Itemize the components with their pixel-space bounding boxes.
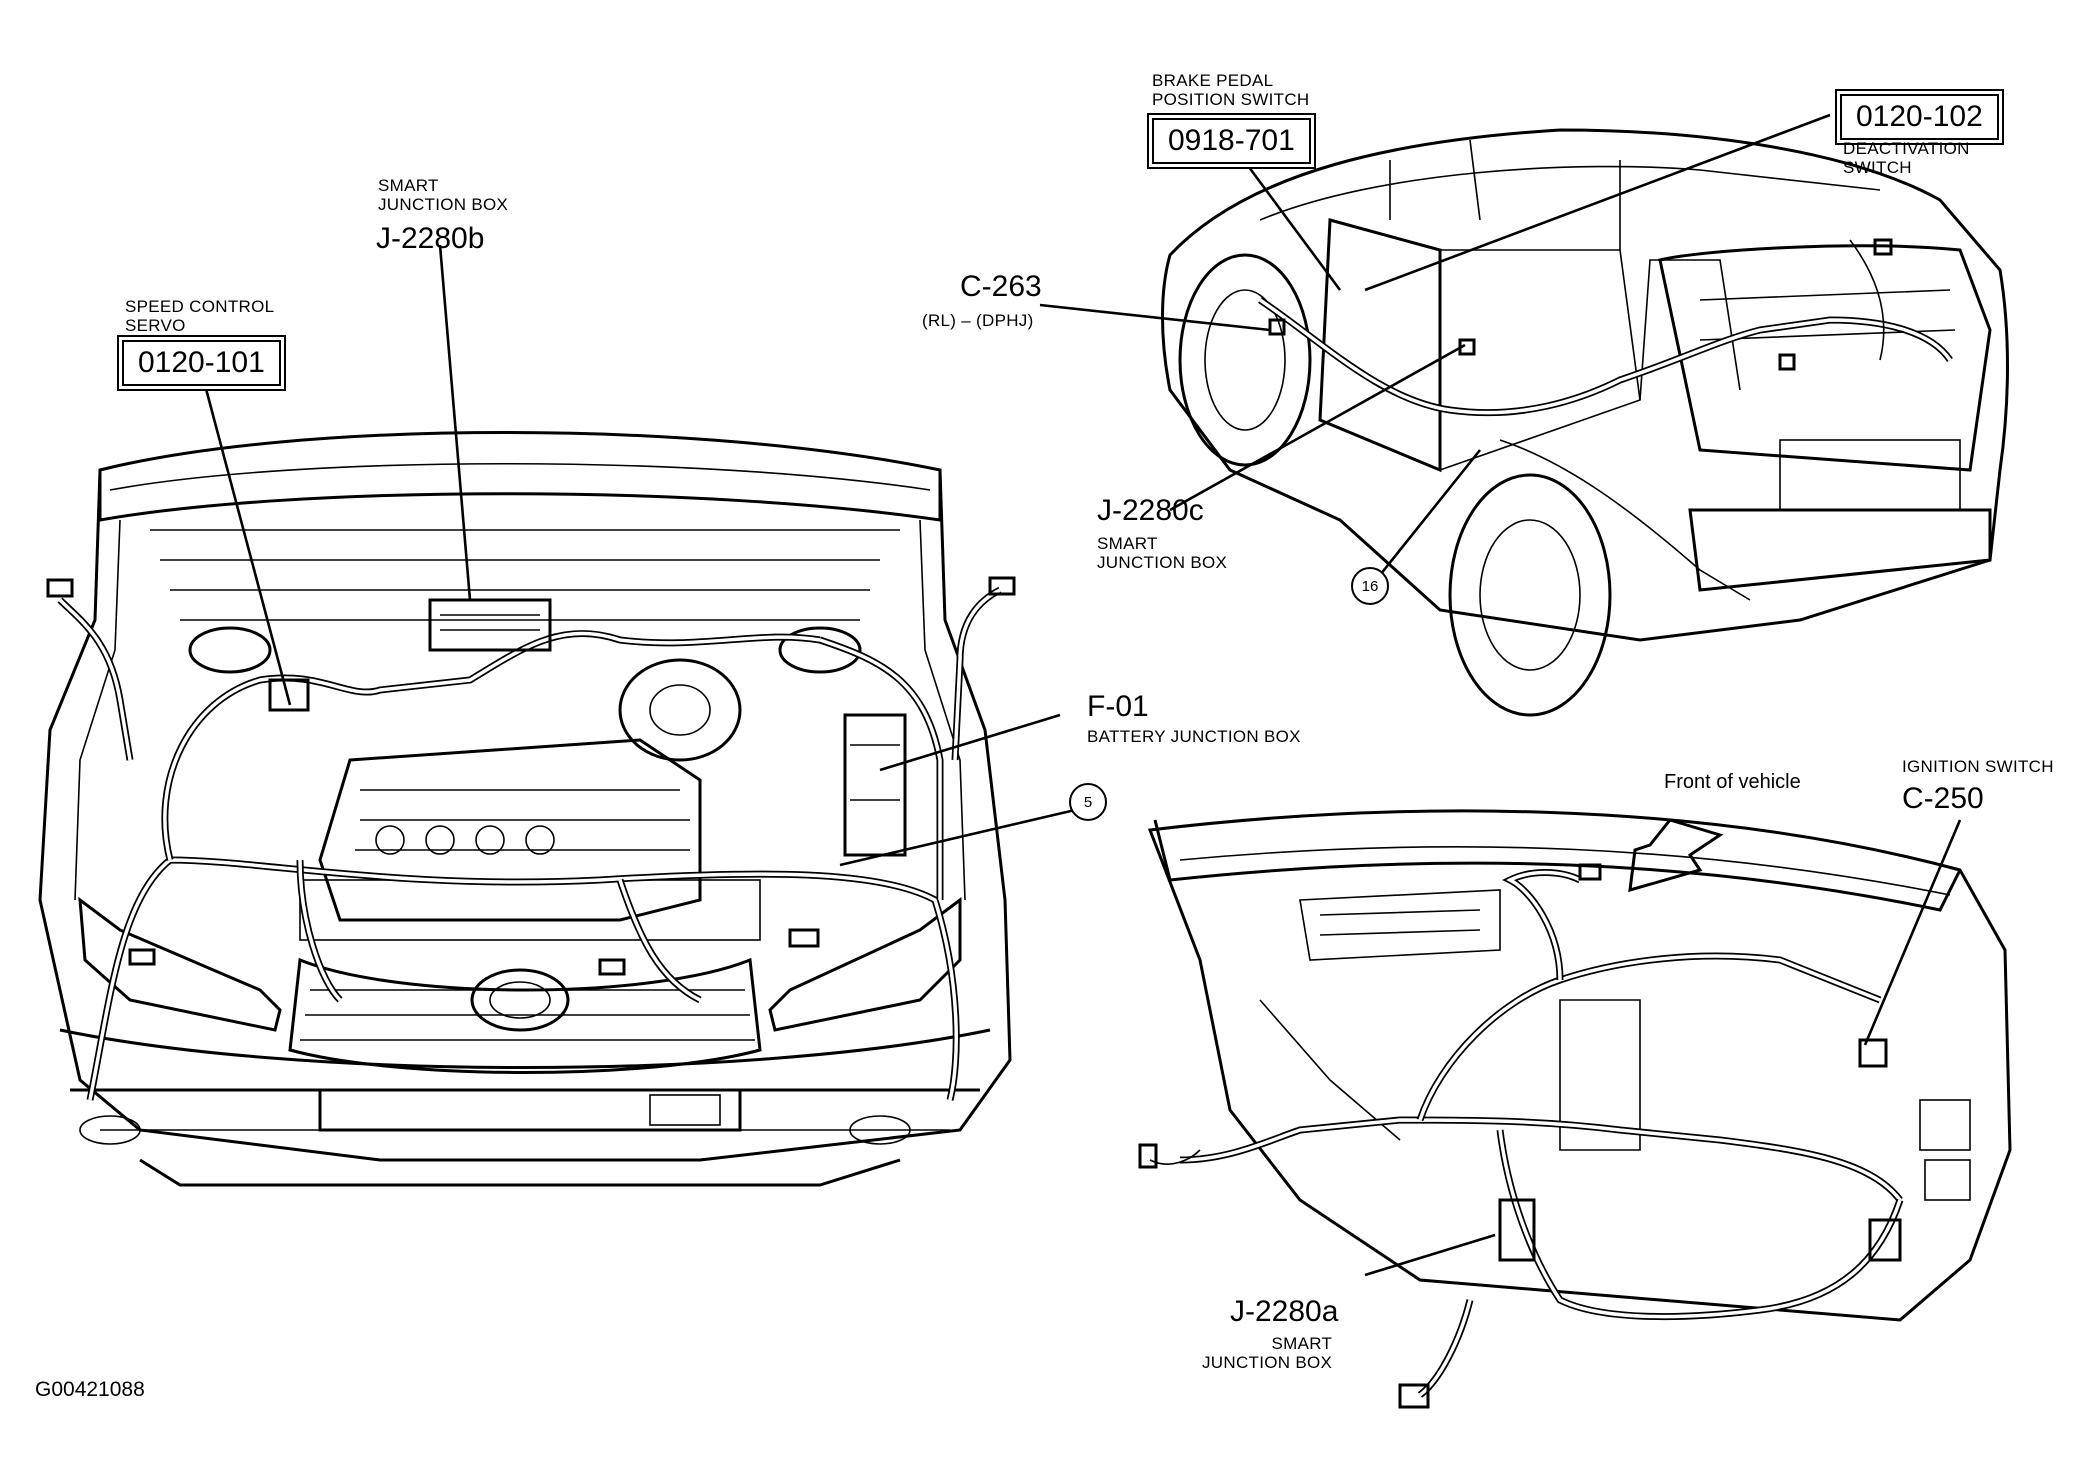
smart-junction-box-c-label: SMART JUNCTION BOX (1097, 534, 1228, 572)
smart-junction-box-b-code: J-2280b (376, 222, 485, 255)
brake-pedal-switch-code: 0918-701 (1152, 118, 1311, 164)
deactivation-switch-code: 0120-102 (1840, 94, 1999, 140)
smart-junction-box-c-code: J-2280c (1097, 494, 1204, 527)
figure-id: G00421088 (35, 1378, 145, 1401)
c263-code: C-263 (960, 270, 1042, 303)
vehicle-rear-view (1039, 113, 2009, 717)
battery-junction-box-code: F-01 (1087, 690, 1149, 723)
brake-pedal-switch-label: BRAKE PEDAL POSITION SWITCH (1152, 71, 1310, 109)
speed-control-servo-label: SPEED CONTROL SERVO (125, 297, 275, 335)
deactivation-switch-label: DEACTIVATION SWITCH (1843, 139, 1970, 177)
engine-compartment-view (38, 244, 1076, 1187)
instrument-panel-view (1138, 809, 2012, 1409)
smart-junction-box-a-label: SMART JUNCTION BOX (1202, 1334, 1333, 1372)
callout-16: 16 (1351, 567, 1389, 605)
smart-junction-box-a-code: J-2280a (1230, 1295, 1339, 1328)
ignition-switch-label: IGNITION SWITCH (1902, 757, 2054, 776)
callout-5: 5 (1069, 783, 1107, 821)
speed-control-servo-code: 0120-101 (122, 340, 281, 386)
front-of-vehicle-label: Front of vehicle (1664, 771, 1801, 793)
smart-junction-box-b-label: SMART JUNCTION BOX (378, 176, 509, 214)
c263-note: (RL) – (DPHJ) (922, 311, 1034, 330)
ignition-switch-code: C-250 (1902, 782, 1984, 815)
battery-junction-box-label: BATTERY JUNCTION BOX (1087, 727, 1301, 746)
